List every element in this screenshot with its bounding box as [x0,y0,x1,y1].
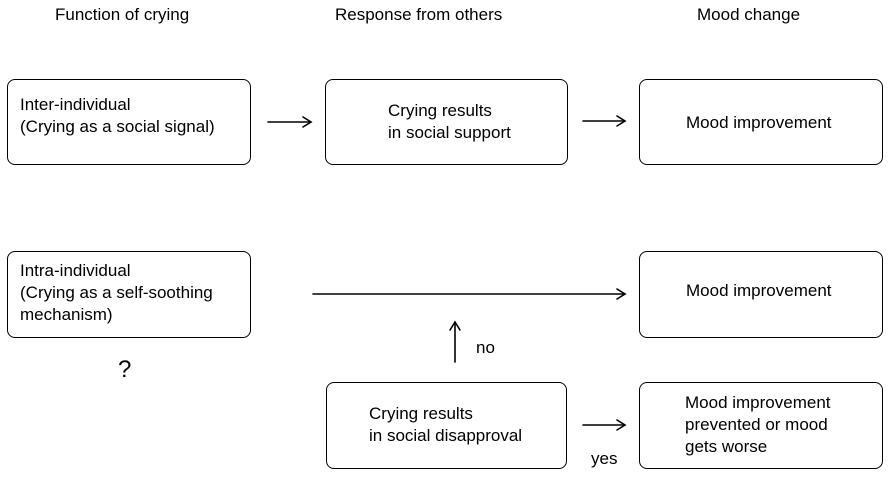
arrow-intra-to-mood [312,288,627,300]
header-response-from-others: Response from others [335,5,503,24]
header-function-of-crying: Function of crying [55,5,190,24]
mood-prevented-box: Mood improvement prevented or mood gets … [639,382,883,469]
arrow-inter-to-support [267,116,313,128]
mood-prevented-line2: prevented or mood [685,415,828,434]
intra-individual-line3: mechanism) [20,305,113,324]
question-mark: ? [118,356,132,383]
label-yes: yes [591,449,618,468]
arrow-yes-to-prevented [582,419,627,431]
header-mood-change: Mood change [697,5,801,24]
intra-individual-line2: (Crying as a self-soothing [20,283,213,302]
social-support-line2: in social support [388,123,511,142]
mood-improvement-2-text: Mood improvement [686,281,832,300]
inter-individual-line2: (Crying as a social signal) [20,117,215,136]
mood-prevented-line3: gets worse [685,437,768,456]
social-support-box: Crying results in social support [325,79,568,165]
arrow-support-to-mood [582,115,627,127]
social-support-line1: Crying results [388,101,492,120]
mood-prevented-line1: Mood improvement [685,393,831,412]
mood-improvement-1-text: Mood improvement [686,113,832,132]
social-disapproval-line2: in social disapproval [369,426,523,445]
social-disapproval-box: Crying results in social disapproval [326,382,567,469]
social-disapproval-line1: Crying results [369,404,473,423]
label-no: no [476,338,495,357]
inter-individual-line1: Inter-individual [20,95,131,114]
mood-improvement-box-2: Mood improvement [639,251,883,338]
arrow-no-up [449,320,461,363]
mood-improvement-box-1: Mood improvement [639,79,883,165]
inter-individual-box: Inter-individual (Crying as a social sig… [7,79,251,165]
intra-individual-box: Intra-individual (Crying as a self-sooth… [7,251,251,338]
intra-individual-line1: Intra-individual [20,261,131,280]
